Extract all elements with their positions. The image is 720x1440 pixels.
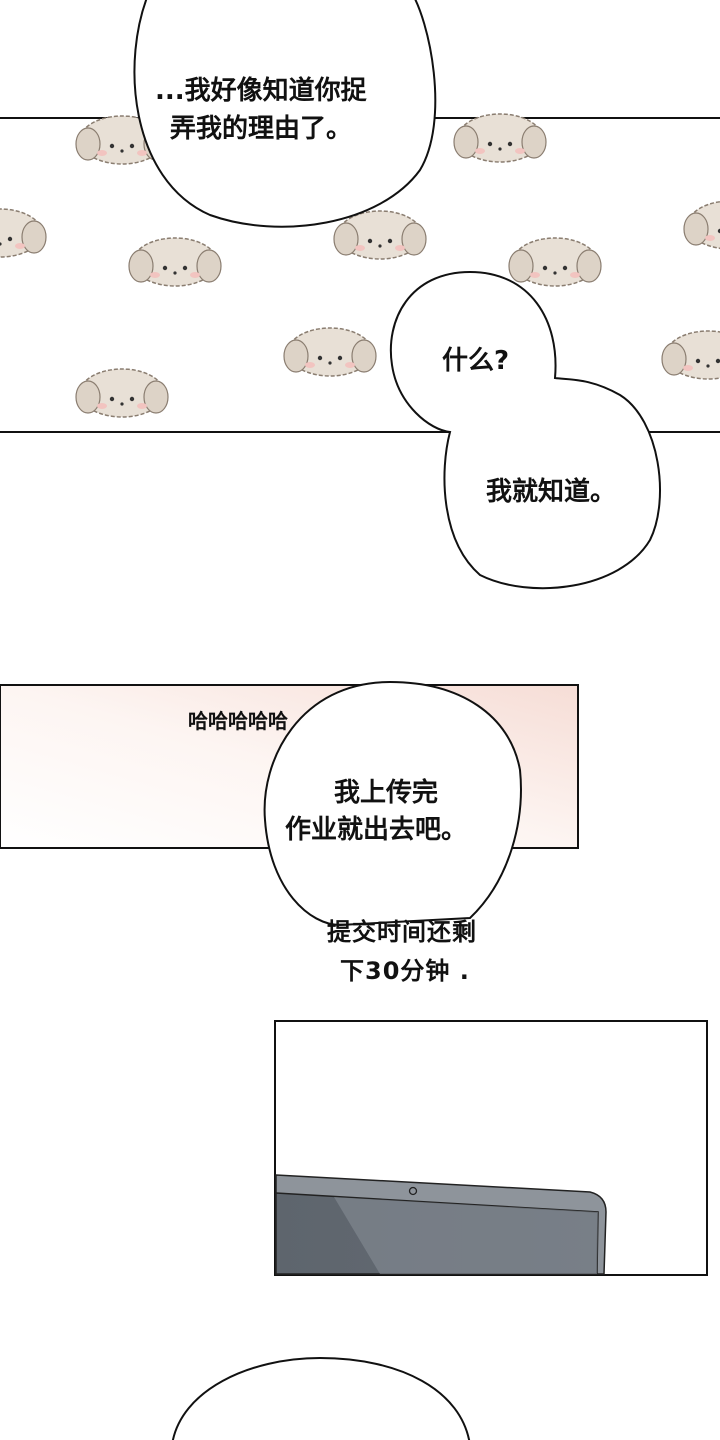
puppy-icon bbox=[453, 113, 547, 163]
puppy-icon bbox=[683, 200, 720, 250]
puppy-icon bbox=[128, 237, 222, 287]
dialogue-text: 作业就出去吧。 bbox=[285, 815, 468, 845]
dialogue-text: 弄我的理由了。 bbox=[170, 114, 353, 144]
puppy-icon bbox=[661, 330, 720, 380]
caption-text: 下30分钟 . bbox=[340, 957, 470, 985]
webcam-icon bbox=[408, 1186, 418, 1196]
dialogue-text: 什么? bbox=[442, 346, 510, 376]
puppy-icon bbox=[508, 237, 602, 287]
dialogue-text: ...我好像知道你捉 bbox=[155, 76, 367, 106]
caption-text: 提交时间还剩 bbox=[327, 918, 477, 946]
speech-bubble bbox=[172, 1356, 470, 1440]
speech-bubble bbox=[389, 270, 661, 590]
puppy-icon bbox=[283, 327, 377, 377]
speech-bubble bbox=[133, 0, 437, 228]
speech-bubble bbox=[263, 680, 522, 927]
dialogue-text: 我上传完 bbox=[334, 778, 439, 808]
dialogue-text: 我就知道。 bbox=[486, 477, 617, 507]
puppy-icon bbox=[75, 368, 169, 418]
laptop-panel bbox=[274, 1020, 708, 1276]
laugh-sfx: 哈哈哈哈哈 bbox=[188, 709, 288, 733]
puppy-icon bbox=[0, 208, 47, 258]
